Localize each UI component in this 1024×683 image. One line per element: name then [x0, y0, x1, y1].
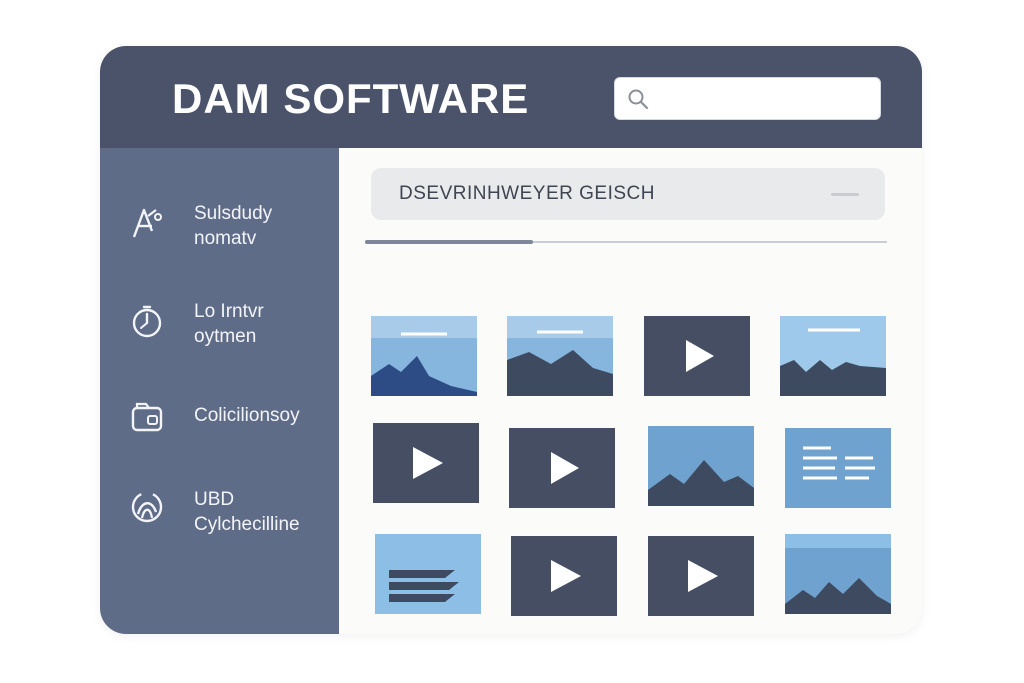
filter-label: DSEVRINHWEYER GEISCH: [399, 183, 655, 204]
sidebar-item-4[interactable]: UBD Cylchecilline: [130, 486, 330, 542]
image-thumbnail[interactable]: [785, 534, 891, 614]
document-thumbnail[interactable]: [785, 428, 891, 508]
app-window: DAM SOFTWARE Sulsdudy nomatv: [100, 46, 922, 634]
play-icon: [373, 423, 479, 503]
sidebar-item-1[interactable]: Sulsdudy nomatv: [130, 200, 330, 256]
image-thumbnail[interactable]: [507, 316, 613, 396]
swirl-icon: [131, 491, 163, 523]
search-box[interactable]: [614, 77, 881, 120]
sidebar-item-3[interactable]: Colicilionsoy: [130, 398, 330, 454]
document-icon: [785, 428, 891, 508]
play-icon: [648, 536, 754, 616]
sidebar-item-sublabel: Cylchecilline: [194, 514, 300, 535]
document-icon: [375, 534, 481, 614]
video-thumbnail[interactable]: [509, 428, 615, 508]
image-thumbnail[interactable]: [371, 316, 477, 396]
app-header: DAM SOFTWARE: [100, 46, 922, 148]
collapse-icon[interactable]: [831, 193, 859, 196]
asset-type-icon: [132, 208, 162, 238]
sidebar: Sulsdudy nomatv Lo Irntvr oytmen Colicil…: [100, 148, 339, 634]
image-thumbnail[interactable]: [648, 426, 754, 506]
search-icon: [628, 89, 649, 110]
play-icon: [644, 316, 750, 396]
sidebar-item-label: UBD: [194, 489, 235, 510]
video-thumbnail[interactable]: [648, 536, 754, 616]
asset-browser: DSEVRINHWEYER GEISCH: [339, 148, 922, 634]
app-title: DAM SOFTWARE: [172, 75, 530, 122]
video-thumbnail[interactable]: [373, 423, 479, 503]
sidebar-item-label: Colicilionsoy: [194, 405, 300, 426]
sidebar-item-sublabel: oytmen: [194, 326, 257, 347]
play-icon: [511, 536, 617, 616]
image-thumbnail[interactable]: [780, 316, 886, 396]
image-icon: [507, 316, 613, 396]
divider-accent: [365, 240, 533, 244]
mountain-icon: [785, 534, 891, 614]
search-input[interactable]: [657, 84, 876, 116]
sidebar-item-sublabel: nomatv: [194, 228, 257, 249]
timer-icon: [132, 305, 162, 338]
folder-icon: [131, 402, 163, 432]
sidebar-item-label: Lo Irntvr: [194, 301, 264, 322]
play-icon: [509, 428, 615, 508]
document-thumbnail[interactable]: [375, 534, 481, 614]
video-thumbnail[interactable]: [644, 316, 750, 396]
image-icon: [371, 316, 477, 396]
filter-bar[interactable]: DSEVRINHWEYER GEISCH: [371, 168, 885, 220]
image-icon: [780, 316, 886, 396]
mountain-icon: [648, 426, 754, 506]
sidebar-item-label: Sulsdudy: [194, 203, 273, 224]
sidebar-item-2[interactable]: Lo Irntvr oytmen: [130, 298, 330, 354]
video-thumbnail[interactable]: [511, 536, 617, 616]
divider: [365, 241, 887, 243]
